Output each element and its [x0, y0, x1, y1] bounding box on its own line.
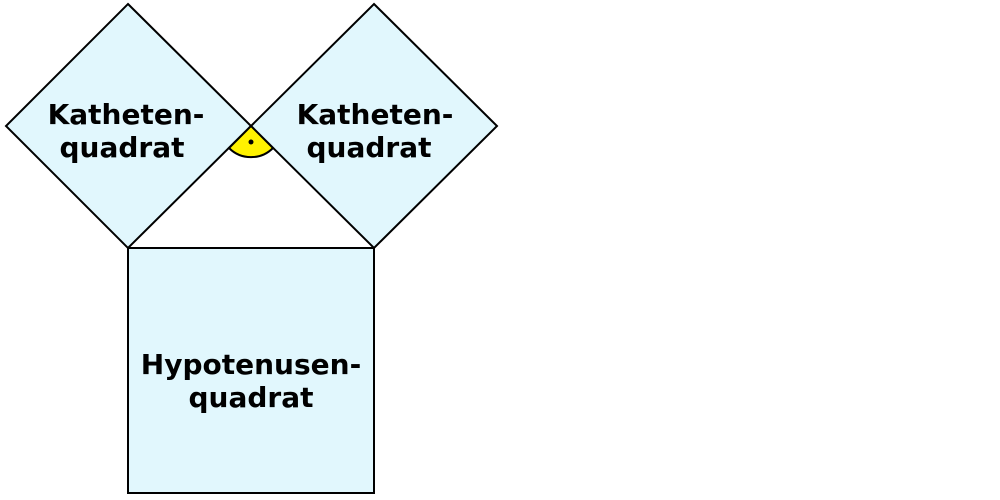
right-angle-dot [248, 139, 254, 145]
hypotenuse-square [127, 247, 375, 494]
hypotenuse-label-line2: quadrat [188, 381, 313, 414]
left-square-label-line1: Katheten- [48, 98, 205, 131]
hypotenuse-label-line1: Hypotenusen- [141, 348, 361, 381]
right-square-label-line2: quadrat [306, 131, 431, 164]
right-square-label-line1: Katheten- [297, 98, 454, 131]
left-square-label-line2: quadrat [59, 131, 184, 164]
